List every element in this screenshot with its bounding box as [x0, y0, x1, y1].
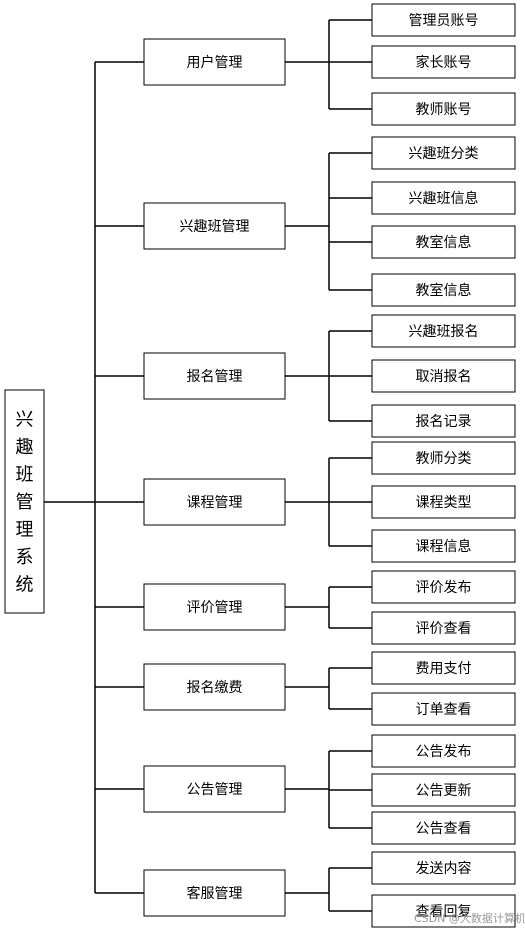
- feature-node: 兴趣班分类: [371, 136, 516, 170]
- module-node-label: 报名管理: [187, 369, 243, 385]
- module-node: 用户管理: [143, 38, 286, 86]
- feature-node: 查看回复: [371, 894, 516, 928]
- feature-node: 家长账号: [371, 45, 516, 79]
- feature-node-label: 报名记录: [416, 414, 472, 430]
- feature-node-label: 教师分类: [416, 451, 472, 467]
- module-node: 报名缴费: [143, 663, 286, 711]
- feature-node-label: 教室信息: [416, 282, 472, 299]
- feature-node-label: 家长账号: [416, 54, 472, 71]
- feature-node-label: 教师账号: [416, 102, 472, 118]
- feature-node: 教师账号: [371, 92, 516, 126]
- feature-node: 费用支付: [371, 651, 516, 685]
- root-title-char: 班: [16, 465, 34, 486]
- feature-nodes: 管理员账号家长账号教师账号兴趣班分类兴趣班信息教室信息教室信息兴趣班报名取消报名…: [371, 3, 516, 928]
- connector-lines: [44, 19, 372, 912]
- feature-node: 兴趣班报名: [371, 314, 516, 348]
- module-node: 公告管理: [143, 765, 286, 813]
- feature-node-label: 课程类型: [416, 495, 472, 511]
- feature-node-label: 发送内容: [416, 860, 472, 877]
- feature-node: 兴趣班信息: [371, 181, 516, 215]
- feature-node: 管理员账号: [371, 3, 516, 37]
- feature-node-label: 评价查看: [416, 621, 472, 637]
- root-title-char: 理: [16, 520, 34, 541]
- feature-node: 订单查看: [371, 692, 516, 726]
- root-title-char: 兴: [16, 410, 34, 431]
- feature-node-label: 评价发布: [416, 580, 472, 596]
- module-node-label: 课程管理: [187, 495, 243, 511]
- feature-node: 课程信息: [371, 529, 516, 563]
- feature-node: 评价查看: [371, 611, 516, 645]
- feature-node-label: 费用支付: [416, 661, 472, 677]
- module-node: 客服管理: [143, 869, 286, 917]
- feature-node: 评价发布: [371, 570, 516, 604]
- feature-node: 教室信息: [371, 273, 516, 307]
- feature-node: 取消报名: [371, 359, 516, 393]
- feature-node-label: 管理员账号: [409, 13, 479, 29]
- feature-node-label: 公告查看: [416, 821, 472, 837]
- feature-node-label: 兴趣班信息: [409, 190, 479, 207]
- module-node: 课程管理: [143, 478, 286, 526]
- feature-node-label: 兴趣班分类: [409, 146, 479, 162]
- module-node: 评价管理: [143, 583, 286, 631]
- watermark: CSDN @大数据计算机毕设: [414, 911, 525, 925]
- feature-node-label: 课程信息: [416, 538, 472, 555]
- root-title-char: 趣: [16, 437, 34, 458]
- feature-node: 发送内容: [371, 851, 516, 885]
- module-node-label: 用户管理: [187, 54, 243, 71]
- module-node-label: 兴趣班管理: [180, 219, 250, 235]
- root-title-char: 系: [16, 547, 34, 568]
- feature-node: 教师分类: [371, 441, 516, 475]
- feature-node-label: 兴趣班报名: [409, 324, 479, 340]
- module-node-label: 评价管理: [187, 600, 243, 616]
- feature-node: 公告更新: [371, 773, 516, 807]
- module-node: 兴趣班管理: [143, 202, 286, 250]
- module-node: 报名管理: [143, 352, 286, 400]
- root-title-char: 统: [16, 575, 34, 596]
- feature-node: 公告发布: [371, 734, 516, 768]
- feature-node-label: 公告更新: [416, 783, 472, 799]
- module-node-label: 报名缴费: [187, 680, 243, 696]
- feature-node-label: 查看回复: [416, 903, 472, 920]
- feature-node-label: 公告发布: [416, 744, 472, 760]
- root-title-char: 管: [16, 492, 34, 513]
- module-node-label: 客服管理: [187, 885, 243, 902]
- feature-node: 报名记录: [371, 404, 516, 438]
- feature-node-label: 订单查看: [416, 702, 472, 718]
- feature-node: 课程类型: [371, 485, 516, 519]
- module-node-label: 公告管理: [187, 782, 243, 798]
- feature-node: 教室信息: [371, 225, 516, 259]
- feature-node: 公告查看: [371, 811, 516, 845]
- feature-node-label: 教室信息: [416, 234, 472, 251]
- feature-node-label: 取消报名: [416, 369, 472, 385]
